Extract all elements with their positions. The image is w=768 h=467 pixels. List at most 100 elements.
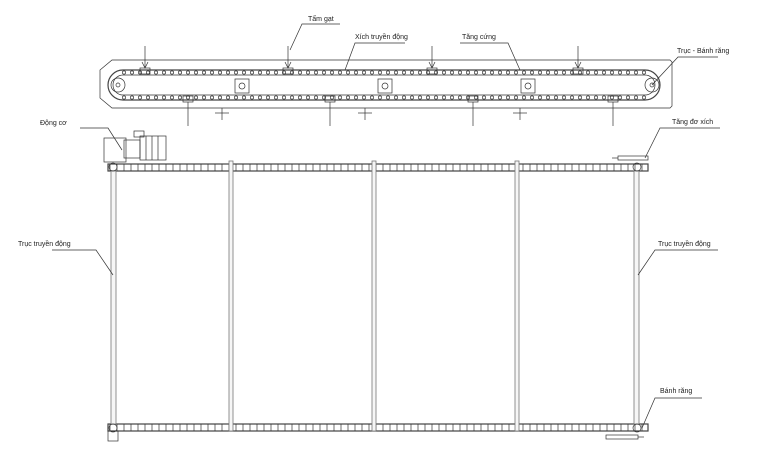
label-stiffener: Tăng cứng (462, 34, 496, 41)
chain-link (506, 70, 510, 75)
scraper-block (282, 67, 294, 75)
crossbar-1 (228, 160, 234, 432)
label-shaft-sprocket: Trục - Bánh răng (677, 48, 729, 55)
chain-link (418, 95, 422, 100)
chain-link (290, 95, 294, 100)
chain-link (602, 95, 606, 100)
chain-link (386, 95, 390, 100)
chain-link (546, 95, 550, 100)
chain-link (346, 95, 350, 100)
side-view (99, 46, 673, 126)
sprocket-bottom-right (632, 423, 642, 433)
chain-link (314, 70, 318, 75)
chain-link (202, 95, 206, 100)
chain-link (234, 70, 238, 75)
chain-link (378, 70, 382, 75)
chain-link (562, 70, 566, 75)
motor-terminal-box (133, 130, 145, 138)
chain-link (122, 70, 126, 75)
chain-link (154, 70, 158, 75)
chain-link (538, 70, 542, 75)
chain-link (530, 70, 534, 75)
chain-link (594, 70, 598, 75)
bottom-chain-links (109, 424, 643, 431)
motor-housing (139, 135, 167, 161)
sprocket-bottom-left (108, 423, 118, 433)
chain-link (394, 70, 398, 75)
chain-link (402, 95, 406, 100)
tensioner-bar (617, 155, 649, 161)
stiffener-hole (238, 82, 246, 90)
chain-link (298, 95, 302, 100)
stiffener-hole (524, 82, 532, 90)
chain-link (458, 95, 462, 100)
chain-link (474, 70, 478, 75)
chain-link (546, 70, 550, 75)
chain-link (450, 70, 454, 75)
chain-link (442, 95, 446, 100)
left-sprocket (110, 77, 126, 93)
chain-link (498, 95, 502, 100)
chain-link (378, 95, 382, 100)
chain-link (242, 70, 246, 75)
chain-link (122, 95, 126, 100)
label-drive-shaft-right: Trục truyền động (658, 239, 711, 248)
chain-link (274, 70, 278, 75)
crossbar-3 (514, 160, 520, 432)
right-sprocket (644, 77, 660, 93)
left-drive-shaft (110, 170, 117, 425)
scraper-block (426, 67, 438, 75)
motor-body (123, 139, 141, 159)
motor (103, 130, 167, 163)
chain-loop-inner (112, 74, 656, 96)
stiffener-plate (377, 78, 393, 94)
chain-link (594, 95, 598, 100)
chain-link (642, 95, 646, 100)
chain-link (562, 95, 566, 100)
chain-link (634, 95, 638, 100)
chain-link (482, 70, 486, 75)
side-frame (99, 59, 673, 109)
chain-link (410, 95, 414, 100)
top-view (107, 155, 649, 442)
chain-link (522, 70, 526, 75)
label-drive-shaft-left: Trục truyền động (18, 239, 71, 248)
chain-link (362, 70, 366, 75)
chain-link (410, 70, 414, 75)
chain-link (258, 70, 262, 75)
chain-link (218, 95, 222, 100)
chain-link (338, 70, 342, 75)
chain-link (234, 95, 238, 100)
chain-link (162, 70, 166, 75)
chain-link (554, 70, 558, 75)
label-motor: Động cơ (40, 120, 67, 127)
chain-link (618, 70, 622, 75)
chain-link (194, 95, 198, 100)
chain-link (338, 95, 342, 100)
chain-link (634, 70, 638, 75)
bottom-chain-rail (107, 423, 649, 432)
chain-link (146, 95, 150, 100)
chain-link (370, 70, 374, 75)
left-sprocket-hub (115, 82, 121, 88)
chain-link (242, 95, 246, 100)
chain-link (266, 70, 270, 75)
chain-link (434, 95, 438, 100)
chain-link (138, 95, 142, 100)
chain-link (282, 95, 286, 100)
chain-link (330, 70, 334, 75)
chain-link (298, 70, 302, 75)
labels: Tấm gạt Xích truyền động Tăng cứng Trục … (18, 14, 729, 395)
chain-link (186, 95, 190, 100)
chain-link (210, 70, 214, 75)
chain-link (418, 70, 422, 75)
chain-link (482, 95, 486, 100)
motor-base (103, 137, 127, 163)
chain-link (426, 95, 430, 100)
chain-link (386, 70, 390, 75)
chain-link (178, 70, 182, 75)
chain-link (490, 70, 494, 75)
chain-link (322, 95, 326, 100)
chain-link (394, 95, 398, 100)
